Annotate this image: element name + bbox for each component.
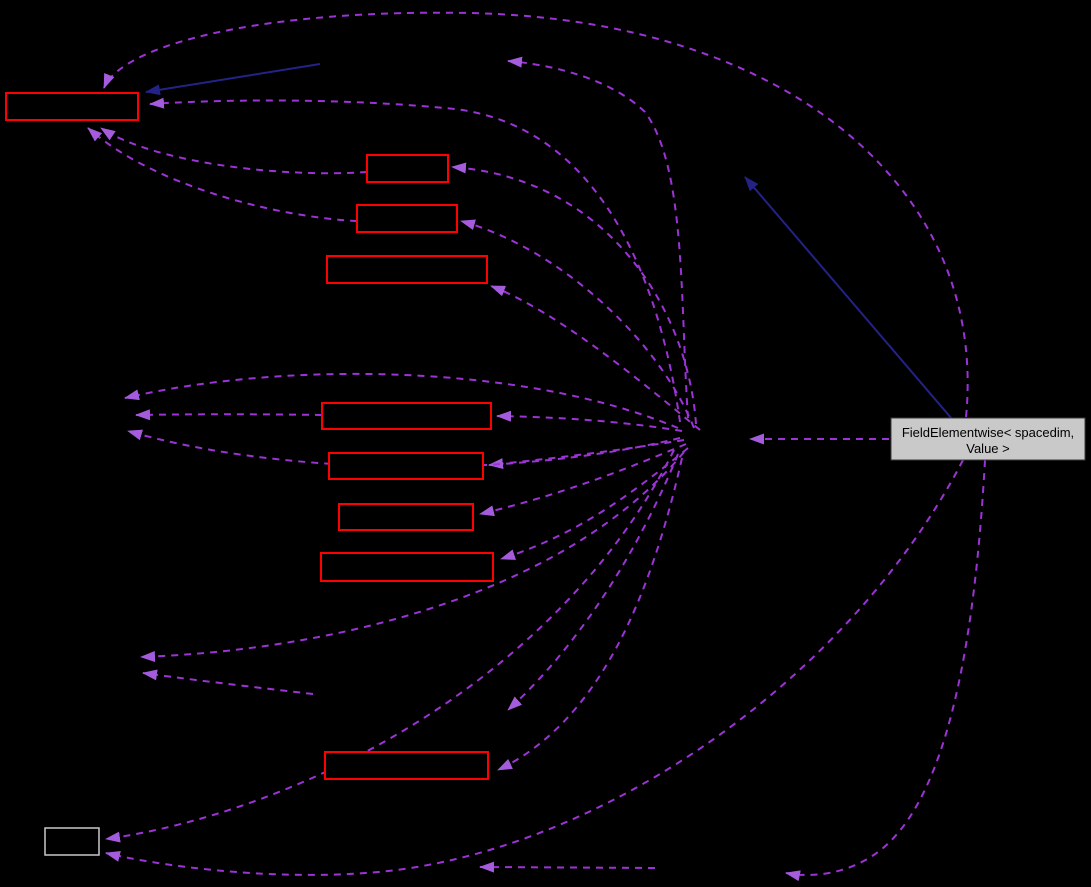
node-main-label-line1: FieldElementwise< spacedim, (902, 425, 1074, 440)
usage-edge-main-to-topleft-top (103, 11, 969, 418)
node-i[interactable] (324, 751, 489, 780)
usage-edge-hub-to-node-f (488, 439, 685, 470)
usage-edge-hub-to-node-b (451, 162, 697, 425)
usage-edge-hub-to-topleft-right (149, 97, 681, 423)
node-b[interactable] (366, 154, 449, 183)
inheritance-edge-main-to-base (744, 176, 953, 420)
node-h[interactable] (320, 552, 494, 582)
usage-edge-hub-to-node-g (479, 443, 687, 517)
node-top-left[interactable] (5, 92, 139, 121)
usage-edge-main-to-bottomleft-lower (105, 459, 964, 876)
node-main-label-line2: Value > (966, 441, 1010, 456)
node-main[interactable]: FieldElementwise< spacedim, Value > (890, 417, 1086, 461)
usage-edge-hub-to-node-i (497, 457, 683, 771)
usage-edge-hidden-bottom-pair (479, 861, 656, 873)
node-d[interactable] (326, 255, 488, 284)
usage-edge-hub-to-hidden-top (507, 56, 689, 419)
node-g[interactable] (338, 503, 474, 531)
usage-edge-node-b-to-topleft (100, 127, 368, 175)
inheritance-edge-hidden-to-topleft (145, 63, 321, 96)
usage-edge-hub-to-node-e (496, 410, 683, 432)
usage-edge-hub-to-left-node-4 (140, 451, 685, 662)
usage-edge-hub-to-node-c (460, 219, 695, 429)
usage-edge-hub-to-left-node-3 (127, 429, 681, 468)
node-main-box[interactable] (890, 417, 1086, 461)
usage-edge-hub-to-bottomleft-upper (105, 449, 675, 843)
usage-edge-hub-to-hidden-mid (507, 453, 679, 711)
usage-edge-hidden-mid-to-left-node-5 (142, 669, 314, 695)
usage-edge-node-c-to-topleft (87, 127, 358, 222)
usage-edge-hub-to-node-d (490, 285, 701, 431)
node-f[interactable] (328, 452, 484, 480)
node-e[interactable] (321, 402, 492, 430)
node-c[interactable] (356, 204, 458, 233)
node-bottom-left[interactable] (44, 827, 100, 856)
usage-edge-node-e-to-left-node-2 (135, 409, 323, 421)
